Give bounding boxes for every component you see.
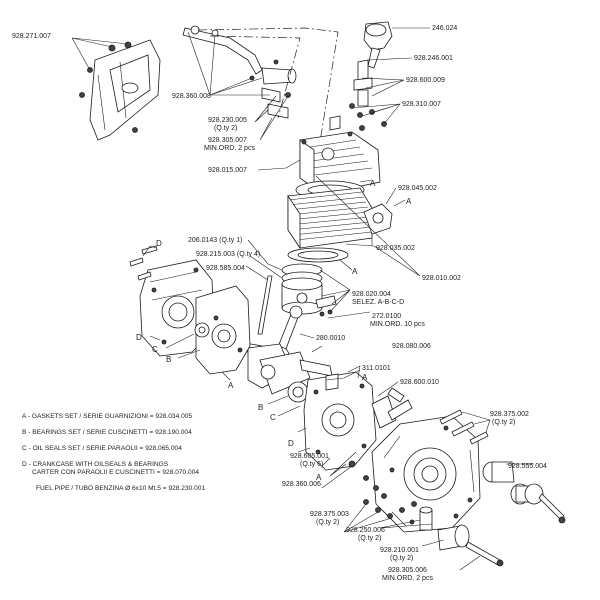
- label-272-0100-minord: MIN.ORD. 10 pcs: [370, 321, 425, 328]
- label-928-045-002: 928.045.002: [398, 185, 437, 192]
- right-side-bolts: [439, 409, 489, 445]
- label-272-0100: 272.0100: [372, 313, 401, 320]
- callout-c: C: [270, 413, 276, 422]
- crankcase-cover-part: [195, 285, 251, 375]
- label-928-555-004: 928.555.004: [508, 463, 547, 470]
- label-928-305-006: 928.305.006: [388, 567, 427, 574]
- callout-d: D: [288, 439, 294, 448]
- label-928-305-007: 928.305.007: [208, 137, 247, 144]
- legend-gaskets-set: A - GASKETS SET / SERIE GUARNIZIONI = 92…: [22, 413, 192, 420]
- legend-bearings-set: B - BEARINGS SET / SERIE CUSCINETTI = 92…: [22, 429, 192, 436]
- callout-a: A: [370, 179, 376, 188]
- callout-d: D: [136, 333, 142, 342]
- label-280-0010: 280.0010: [316, 335, 345, 342]
- label-928-360-008: 928.360.008: [172, 93, 211, 100]
- label-928-271-007: 928.271.007: [12, 33, 51, 40]
- label-928-080-006: 928.080.006: [392, 343, 431, 350]
- lower-mount-part: [419, 506, 504, 567]
- cylinder-head-part: [299, 131, 381, 193]
- muffler-bracket-part: [79, 39, 161, 141]
- label-928-375-003-qty: (Q.ty 2): [316, 519, 339, 526]
- label-928-246-001: 928.246.001: [414, 55, 453, 62]
- legend-crankcase-code: CARTER CON PARAOLII E CUSCINETTI = 928.0…: [32, 469, 199, 476]
- parts-legend: A - GASKETS SET / SERIE GUARNIZIONI = 92…: [22, 413, 205, 492]
- callout-d: D: [156, 239, 162, 248]
- label-928-250-006: 928.250.006: [346, 527, 385, 534]
- cylinder-part: [287, 187, 373, 250]
- label-928-230-005: 928.230.005: [208, 117, 247, 124]
- callout-b: B: [166, 355, 171, 364]
- label-928-230-005-qty: (Q.ty 2): [214, 125, 237, 132]
- legend-oil-seals-set: C - OIL SEALS SET / SERIE PARAOLII = 928…: [22, 445, 182, 452]
- label-928-210-001: 928.210.001: [380, 547, 419, 554]
- label-928-605-001-qty: (Q.ty 6): [300, 461, 323, 468]
- callout-a: A: [362, 373, 368, 382]
- legend-fuel-pipe: FUEL PIPE / TUBO BENZINA Ø 6x10 Mt.5 = 9…: [36, 485, 205, 492]
- label-928-310-007: 928.310.007: [402, 101, 441, 108]
- exhaust-flange-part: [363, 203, 393, 235]
- callout-b: B: [258, 403, 263, 412]
- spark-plug-cap-part: [363, 21, 393, 69]
- label-928-375-003: 928.375.003: [310, 511, 349, 518]
- callout-a: A: [316, 473, 322, 482]
- label-928-375-002-qty: (Q.ty 2): [492, 419, 515, 426]
- engine-mount-part: [482, 461, 566, 524]
- label-928-010-002: 928.010.002: [422, 275, 461, 282]
- oil-seal-part: [194, 322, 210, 338]
- label-928-305-007-minord: MIN.ORD. 2 pcs: [204, 145, 255, 152]
- center-crankcase-part: [303, 371, 377, 471]
- label-311-0101: 311.0101: [362, 365, 391, 372]
- oil-pump-part: [371, 387, 413, 429]
- label-928-035-002: 928.035.002: [376, 245, 415, 252]
- label-928-305-006-minord: MIN.ORD. 2 pcs: [382, 575, 433, 582]
- base-gasket-part: [287, 247, 349, 263]
- label-928-375-002: 928.375.002: [490, 411, 529, 418]
- label-928-605-001: 928.605.001: [290, 453, 329, 460]
- valve-parts: [329, 103, 387, 131]
- label-206-0143: 206.0143 (Q.ty 1): [188, 237, 242, 244]
- label-928-210-001-qty: (Q.ty 2): [390, 555, 413, 562]
- label-928-600-009: 928.600.009: [406, 77, 445, 84]
- label-246-024: 246.024: [432, 25, 457, 32]
- label-928-250-006-qty: (Q.ty 2): [358, 535, 381, 542]
- label-928-600-010: 928.600.010: [400, 379, 439, 386]
- label-928-020-004-selez: SELEZ. A-B-C-D: [352, 299, 404, 306]
- callout-a: A: [228, 381, 234, 390]
- right-crankcase-part: [371, 415, 481, 533]
- label-928-215-003: 928.215.003 (Q.ty 4): [196, 251, 260, 258]
- callout-a: A: [352, 267, 358, 276]
- label-928-020-004: 928.020.004: [352, 291, 391, 298]
- piston-part: [281, 263, 323, 315]
- fastener-cluster: [348, 460, 417, 519]
- legend-crankcase: D - CRANKCASE WITH OILSEALS & BEARINGS: [22, 461, 169, 468]
- label-928-585-004: 928.585.004: [206, 265, 245, 272]
- spark-plug-part: [353, 59, 373, 107]
- exhaust-pipe-part: [182, 25, 297, 119]
- label-928-360-006: 928.360.006: [282, 481, 321, 488]
- callout-c: C: [152, 345, 158, 354]
- callout-a: A: [406, 197, 412, 206]
- label-928-015-007: 928.015.007: [208, 167, 247, 174]
- piston-pin-part: [315, 295, 337, 317]
